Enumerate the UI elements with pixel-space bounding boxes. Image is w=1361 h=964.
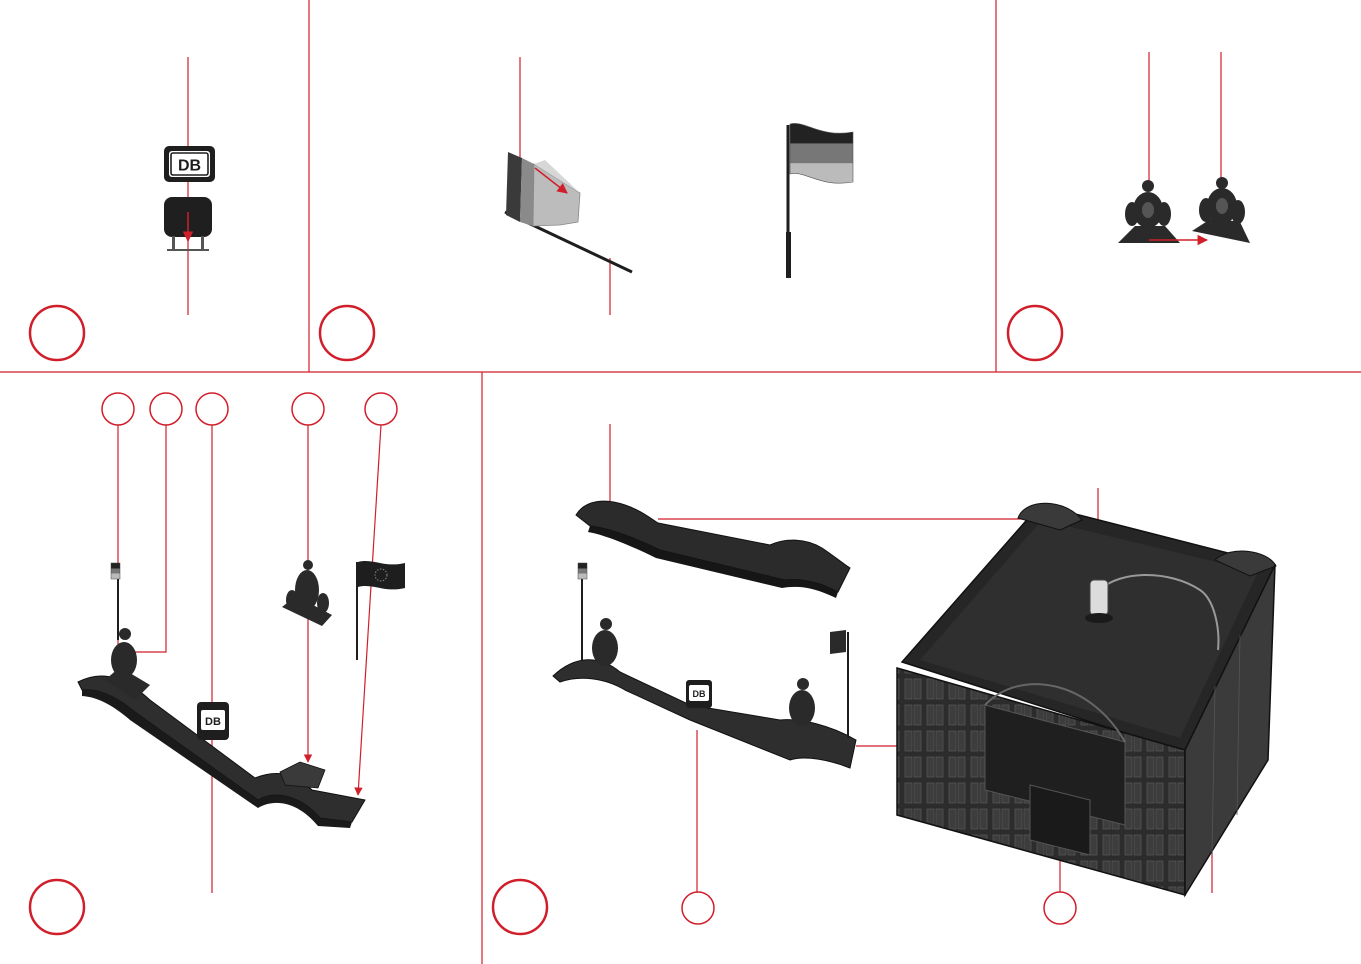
step-circle-4 [30,880,84,934]
statue-icon-2 [1192,177,1250,243]
roof-cap-piece [576,501,850,598]
db-logo-icon-on-base: DB [197,702,229,740]
svg-text:DB: DB [178,158,201,175]
step-circle-1 [30,306,84,360]
roof-crest-base [78,676,365,822]
step-circle-2 [320,306,374,360]
step-1-db-sign: DB [164,57,215,315]
svg-text:DB: DB [205,716,221,728]
svg-text:DB: DB [693,689,706,699]
statue-icon-loose [282,560,332,626]
step-2-flag-assembly [505,57,853,315]
flag-icon-assembled [786,123,853,278]
assembled-crest: DB [553,563,856,768]
station-building-icon [897,503,1276,895]
step-5-station-building-assembly: DB [553,424,1276,895]
european-flag-icon [357,561,405,660]
step-4-roof-crest-assembly: DB [78,425,405,893]
step-3-statue-assembly [1118,52,1250,243]
step-circles [30,306,1062,934]
flag-icon [505,152,632,272]
db-logo-icon: DB [164,146,215,182]
step-circle-5 [493,880,547,934]
statue-icon [1118,180,1180,243]
step-circle-3 [1008,306,1062,360]
